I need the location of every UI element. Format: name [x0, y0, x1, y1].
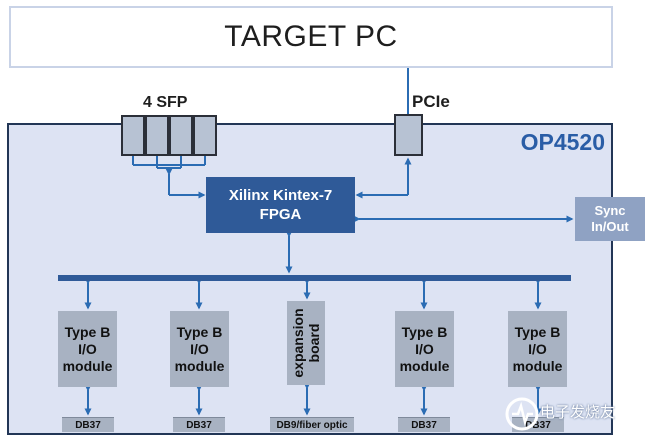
pcie-connector — [394, 114, 423, 156]
internal-bus — [58, 275, 571, 281]
io-module-4-line3: module — [512, 357, 563, 374]
sync-line2: In/Out — [591, 219, 629, 234]
io-module-3: Type B I/O module — [395, 311, 454, 387]
io-module-2-line3: module — [174, 357, 225, 374]
fpga-line1: Xilinx Kintex-7 — [228, 187, 333, 204]
io-module-1: Type B I/O module — [58, 311, 117, 387]
sfp-port-4 — [193, 115, 217, 156]
connector-db9-fiber: DB9/fiber optic — [270, 417, 354, 432]
io-module-3-line3: module — [399, 357, 450, 374]
sync-line1: Sync — [594, 203, 626, 218]
connector-db37-1: DB37 — [62, 417, 114, 432]
io-module-1-line3: module — [62, 357, 113, 374]
watermark-icon — [505, 397, 539, 431]
watermark-text: 电子发烧友 — [540, 404, 616, 421]
io-module-1-line2: I/O — [78, 340, 97, 357]
io-module-3-line1: Type B — [401, 323, 448, 340]
board-name: OP4520 — [520, 129, 605, 155]
fpga-block: Xilinx Kintex-7 FPGA — [206, 177, 355, 233]
watermark-logo: 电子发烧友 — [500, 392, 650, 438]
io-module-4: Type B I/O module — [508, 311, 567, 387]
target-pc-box: TARGET PC — [9, 6, 613, 68]
io-module-2: Type B I/O module — [170, 311, 229, 387]
connector-db37-2: DB37 — [173, 417, 225, 432]
expansion-board-text: expansion board — [290, 308, 322, 377]
sfp-port-1 — [121, 115, 145, 156]
sync-io-block: Sync In/Out — [575, 197, 645, 241]
pcie-label: PCIe — [412, 92, 450, 111]
connector-db37-3: DB37 — [398, 417, 450, 432]
expansion-line1: expansion — [290, 308, 306, 378]
expansion-line2: board — [306, 323, 322, 363]
io-module-4-line1: Type B — [514, 323, 561, 340]
sfp-label: 4 SFP — [143, 94, 188, 111]
io-module-3-line2: I/O — [415, 340, 434, 357]
sfp-port-2 — [145, 115, 169, 156]
io-module-1-line1: Type B — [64, 323, 111, 340]
io-module-2-line1: Type B — [176, 323, 223, 340]
io-module-2-line2: I/O — [190, 340, 209, 357]
fpga-line2: FPGA — [259, 206, 302, 223]
io-module-4-line2: I/O — [528, 340, 547, 357]
expansion-board: expansion board — [287, 301, 325, 385]
target-pc-label: TARGET PC — [224, 20, 398, 53]
sfp-port-3 — [169, 115, 193, 156]
